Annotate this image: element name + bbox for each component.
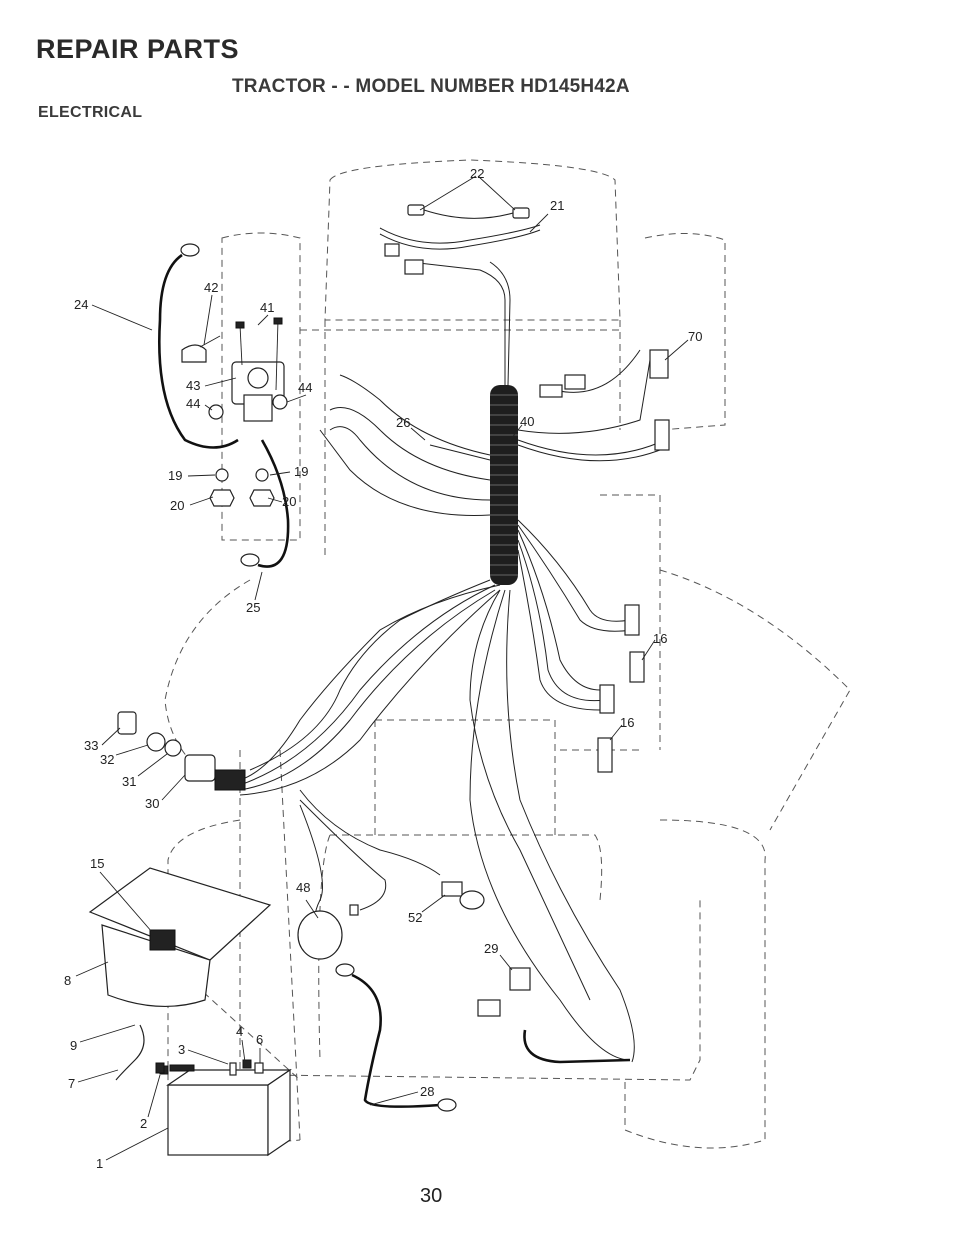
callout-25: 25 <box>246 600 260 615</box>
callout-44-right: 44 <box>298 380 312 395</box>
solenoid-assembly <box>181 317 288 507</box>
harness-wires <box>239 224 666 1063</box>
callout-labels: 22 21 24 42 41 43 44 44 19 19 20 20 25 2… <box>64 166 702 1171</box>
callout-30: 30 <box>145 796 159 811</box>
page-number: 30 <box>420 1185 443 1207</box>
callout-21: 21 <box>550 198 564 213</box>
model-subtitle: TRACTOR - - MODEL NUMBER HD145H42A <box>232 76 630 97</box>
callout-19-right: 19 <box>294 464 308 479</box>
callout-20-left: 20 <box>170 498 184 513</box>
callout-24: 24 <box>74 297 88 312</box>
callout-48: 48 <box>296 880 310 895</box>
callout-52: 52 <box>408 910 422 925</box>
callout-41: 41 <box>260 300 274 315</box>
page-title: REPAIR PARTS <box>36 34 240 64</box>
callout-3: 3 <box>178 1042 185 1057</box>
small-parts <box>115 1024 264 1081</box>
tractor-outline <box>164 159 851 1149</box>
callout-9: 9 <box>70 1038 77 1053</box>
callout-8: 8 <box>64 973 71 988</box>
callout-42: 42 <box>204 280 218 295</box>
leader-lines <box>75 175 689 1161</box>
callout-70: 70 <box>688 329 702 344</box>
callout-43: 43 <box>186 378 200 393</box>
battery-box <box>88 867 292 1157</box>
callout-33: 33 <box>84 738 98 753</box>
switch-connectors <box>539 349 670 773</box>
callout-7: 7 <box>68 1076 75 1091</box>
callout-15: 15 <box>90 856 104 871</box>
callout-29: 29 <box>484 941 498 956</box>
headlight-harness <box>384 204 530 275</box>
callout-20-right: 20 <box>282 494 296 509</box>
callout-19-left: 19 <box>168 468 182 483</box>
callout-6: 6 <box>256 1032 263 1047</box>
callout-1: 1 <box>96 1156 103 1171</box>
callout-26: 26 <box>396 415 410 430</box>
callout-22: 22 <box>470 166 484 181</box>
callout-4: 4 <box>236 1024 243 1039</box>
callout-16-lower: 16 <box>620 715 634 730</box>
battery-cables <box>158 243 457 1112</box>
callout-40: 40 <box>520 414 534 429</box>
harness-coil <box>490 385 518 585</box>
lower-connectors <box>297 881 631 1064</box>
callout-2: 2 <box>140 1116 147 1131</box>
ignition-switch <box>117 711 246 791</box>
callout-16-upper: 16 <box>653 631 667 646</box>
callout-32: 32 <box>100 752 114 767</box>
section-heading: ELECTRICAL <box>38 104 143 121</box>
callout-28: 28 <box>420 1084 434 1099</box>
callout-31: 31 <box>122 774 136 789</box>
callout-44-left: 44 <box>186 396 200 411</box>
